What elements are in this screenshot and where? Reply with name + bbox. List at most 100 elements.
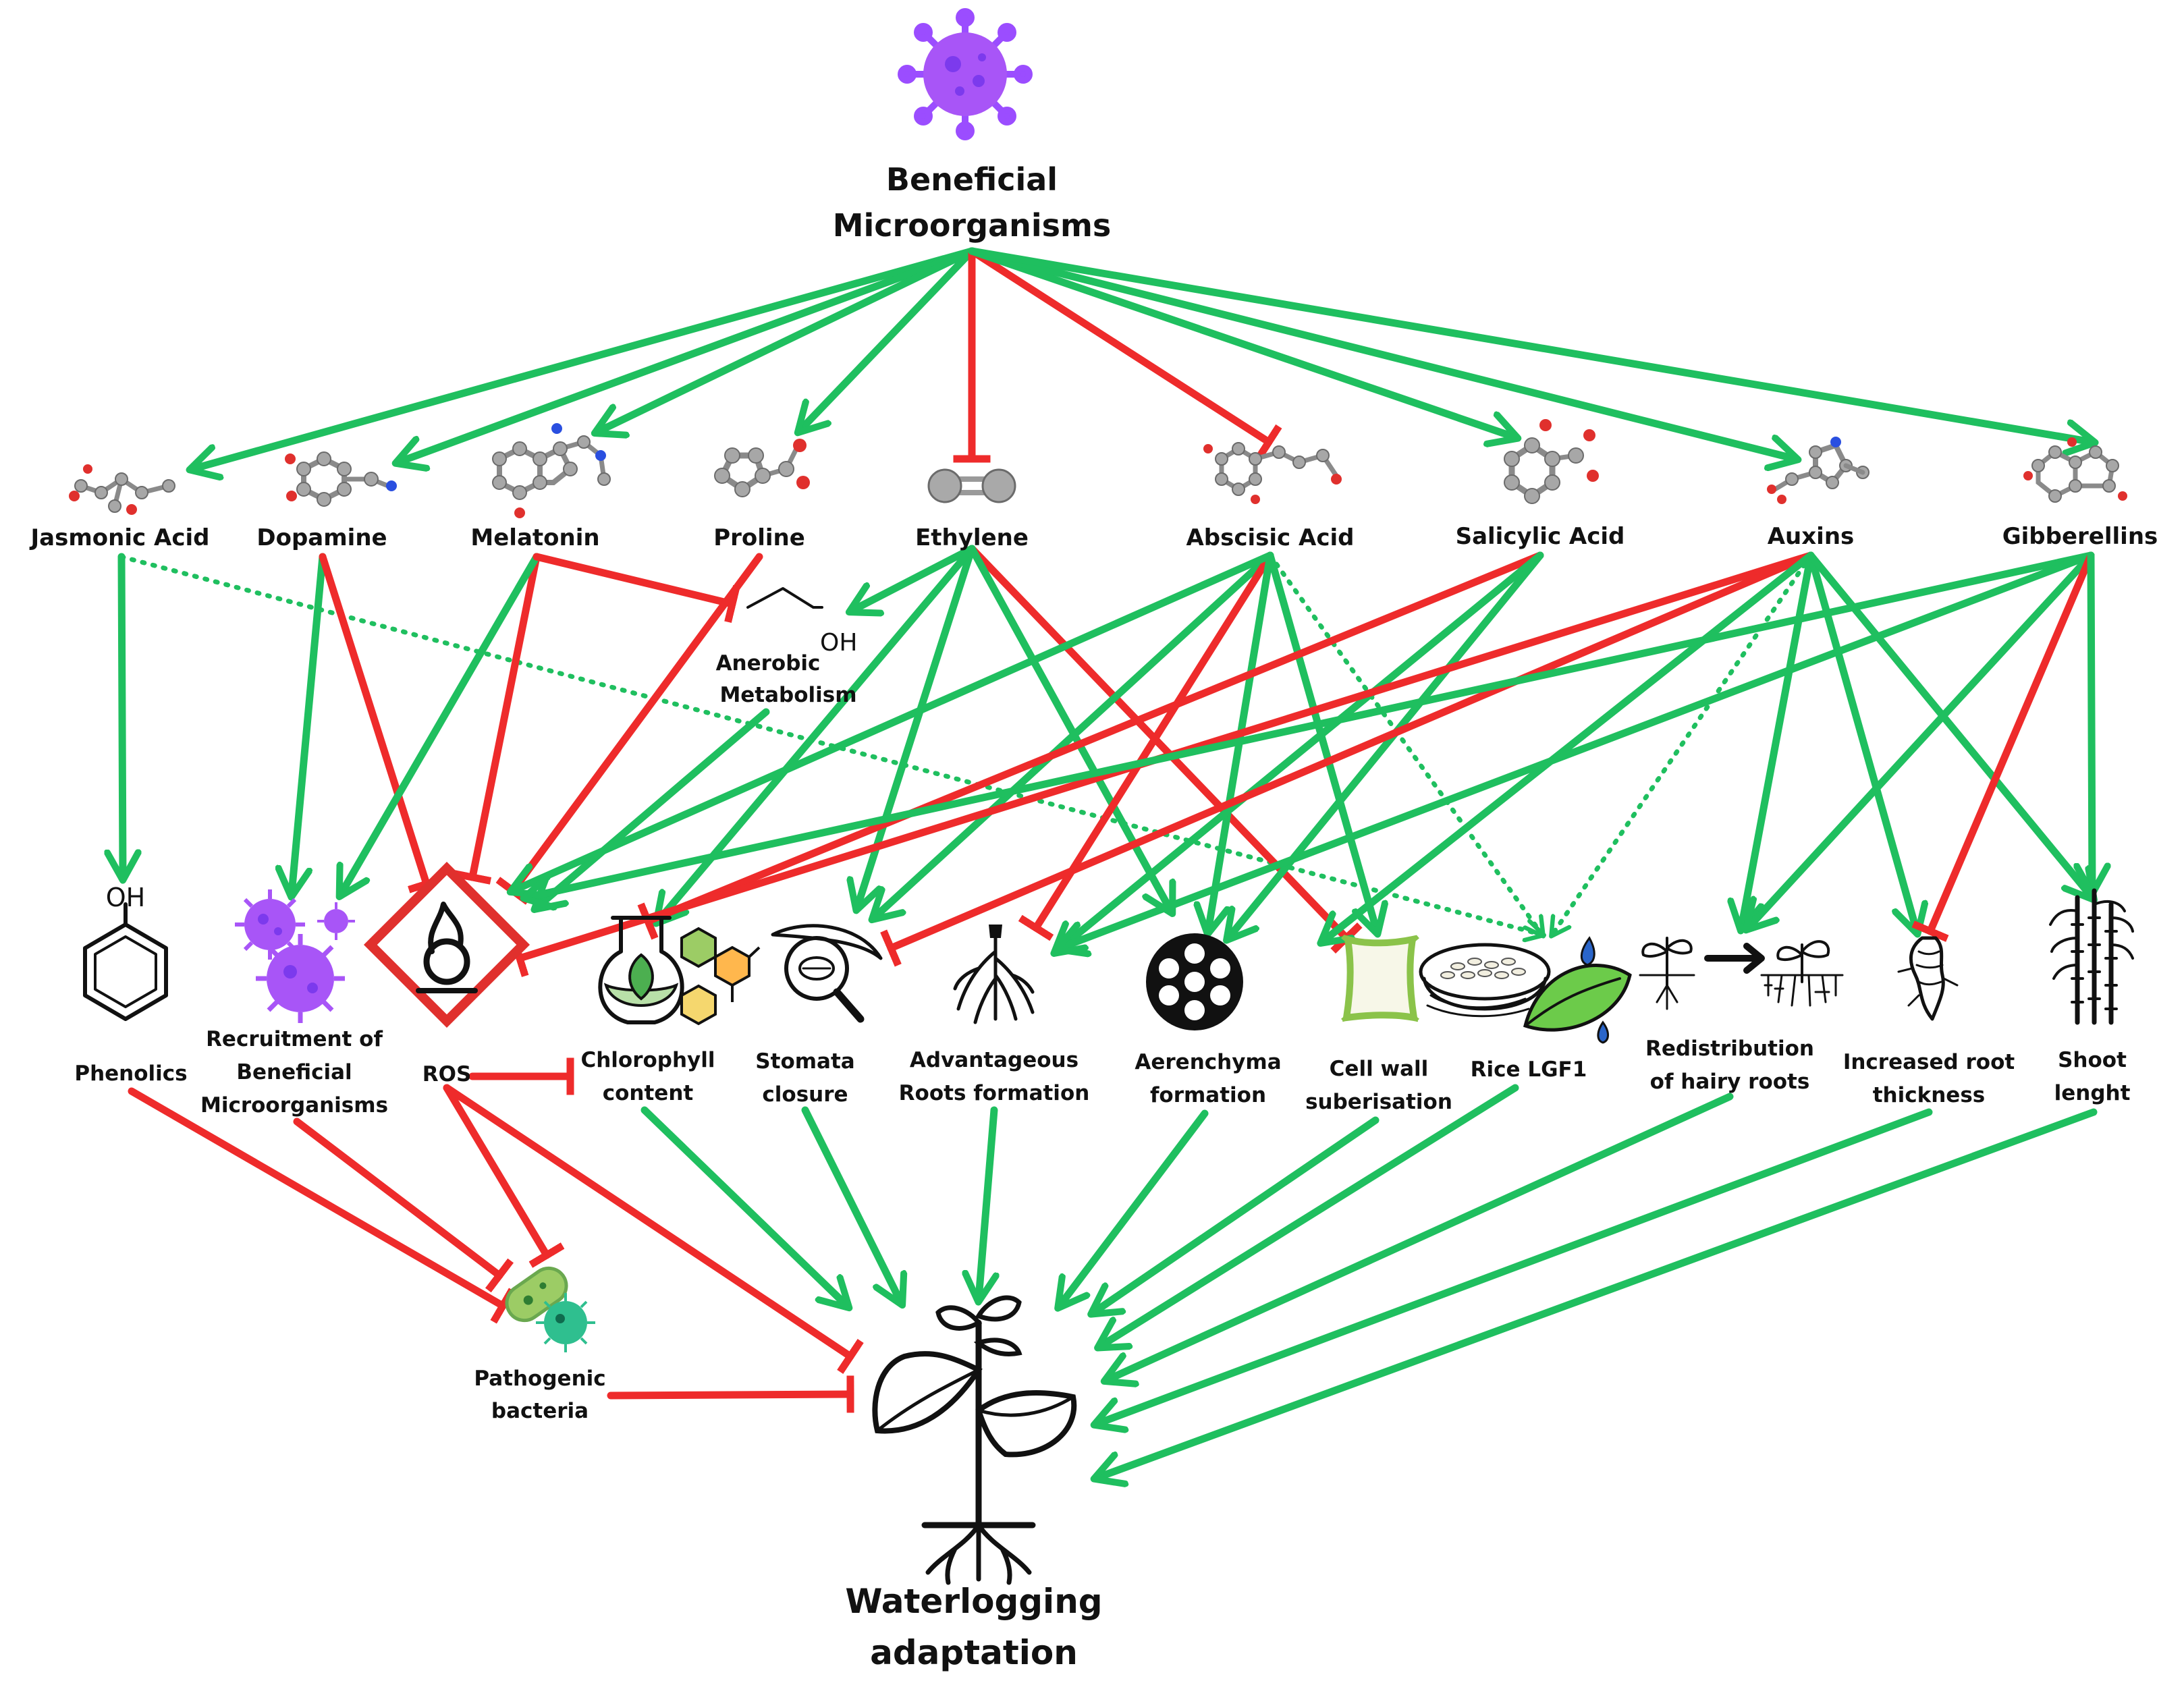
promote-edge-17 [852, 545, 976, 611]
beneficial-label-line2: Microorganisms [833, 207, 1112, 244]
hormone-label-gibberellins: Gibberellins [2002, 523, 2158, 550]
phenol-oh-label: OH [106, 883, 145, 912]
promote-edge-22 [537, 708, 770, 908]
promote-edge-26 [1266, 551, 1377, 931]
hormone-label-jasmonic: Jasmonic Acid [30, 524, 210, 551]
promote-edge-1 [398, 247, 976, 462]
effect-label-stomata-line1: Stomata [755, 1049, 854, 1074]
promote-edge-0 [192, 247, 976, 469]
inhibit-edge-12 [319, 553, 445, 893]
melatonin-molecule-icon [492, 423, 611, 518]
bottom-label-line1: Waterlogging [845, 1582, 1102, 1621]
inhibit-edge-13 [453, 553, 541, 885]
effect-label-hairy-line1: Redistribution [1645, 1037, 1814, 1061]
effect-label-cw-line2: suberisation [1305, 1090, 1452, 1114]
promote-edge-3 [800, 247, 976, 431]
effect-label-cw-line1: Cell wall [1330, 1057, 1429, 1081]
promote-edge-20 [968, 545, 1171, 911]
effect-label-ros: ROS [422, 1062, 472, 1086]
promote-edge-6 [968, 247, 1515, 437]
inhibit-edge-56 [443, 1084, 864, 1374]
stomata-magnifier-icon [771, 924, 883, 1023]
promote-edge-23 [874, 551, 1274, 918]
chlorophyll-flask-icon [598, 916, 761, 1026]
plant-seedling-icon [872, 1295, 1077, 1585]
promote-edge-9 [121, 553, 123, 877]
promote-edge-7 [968, 247, 1795, 459]
inhibit-edge-55 [443, 1084, 565, 1268]
hormone-label-melatonin: Melatonin [470, 524, 599, 551]
abscisic-acid-molecule-icon [1203, 442, 1342, 504]
promote-edge-31 [1228, 551, 1544, 938]
inhibit-edge-16 [495, 553, 763, 905]
ethanol-structure-icon [746, 587, 823, 609]
ethylene-molecule-icon [927, 468, 1016, 503]
promote-edge-39 [526, 551, 2095, 898]
inhibit-edge-53 [128, 1087, 516, 1324]
inhibit-edge-54 [293, 1118, 514, 1293]
gibberellin-molecule-icon [2023, 437, 2127, 503]
effect-label-adv-line2: Roots formation [899, 1081, 1090, 1105]
promote-edge-41 [1748, 551, 2095, 928]
inhibit-edge-33 [880, 551, 1815, 967]
effect-label-shoot-line1: Shoot [2058, 1048, 2127, 1072]
promote-edge-27 [1267, 553, 1542, 935]
inhibit-edge-42 [1911, 551, 2095, 942]
promote-edge-8 [968, 247, 2092, 442]
anaerobic-label-line1: Anerobic [716, 651, 821, 676]
beneficial-microbe-icon [898, 8, 1033, 140]
effect-label-aer-line1: Aerenchyma [1135, 1050, 1281, 1074]
promote-edge-43 [2091, 551, 2092, 891]
promote-edge-46 [979, 1106, 994, 1299]
hormone-label-proline: Proline [713, 524, 805, 551]
hormone-label-ethylene: Ethylene [915, 524, 1029, 551]
salicylic-acid-molecule-icon [1504, 419, 1599, 504]
promote-edge-30 [1056, 551, 1544, 952]
proline-molecule-icon [714, 439, 810, 497]
bottom-label-line2: adaptation [870, 1633, 1078, 1672]
jasmonic-acid-molecule-icon [69, 464, 175, 515]
promote-edge-38 [1807, 551, 2092, 898]
cell-wall-icon [1341, 935, 1419, 1022]
promote-edge-37 [1807, 551, 1917, 931]
effect-label-phenolics: Phenolics [74, 1062, 187, 1086]
hormone-label-auxins: Auxins [1768, 523, 1855, 550]
effect-label-aer-line2: formation [1150, 1083, 1266, 1107]
microbe-cluster-icon [235, 889, 355, 1023]
anaerobic-label-line2: Metabolism [719, 683, 856, 707]
dopamine-molecule-icon [285, 451, 397, 507]
hormone-label-dopamine: Dopamine [256, 524, 387, 551]
promote-edge-48 [1093, 1116, 1380, 1313]
pathogen-label-line1: Pathogenic [474, 1367, 605, 1391]
promote-edge-14 [341, 553, 541, 894]
promote-edge-45 [801, 1106, 901, 1302]
adventitious-roots-icon [953, 925, 1035, 1024]
effect-label-hairy-line2: of hairy roots [1650, 1070, 1810, 1094]
promote-edge-28 [513, 551, 1274, 891]
effect-label-recruit-line2: Beneficial [236, 1060, 352, 1084]
promote-edge-35 [1552, 553, 1813, 935]
inhibit-edge-5 [968, 247, 1282, 460]
effect-label-lgf: Rice LGF1 [1471, 1057, 1587, 1082]
promote-edge-50 [1107, 1093, 1734, 1380]
promote-edge-2 [597, 247, 976, 432]
beneficial-label-line1: Beneficial [886, 161, 1058, 198]
inhibit-edge-57 [607, 1375, 854, 1413]
effect-label-chl-line2: content [603, 1081, 694, 1105]
effect-label-recruit-line3: Microorganisms [200, 1093, 388, 1118]
promote-edge-51 [1097, 1108, 1933, 1424]
effect-label-shoot-line2: lenght [2054, 1081, 2131, 1105]
pathogen-label-line2: bacteria [491, 1399, 589, 1423]
inhibit-edge-15 [533, 553, 740, 624]
promote-edge-44 [640, 1106, 847, 1306]
promote-edge-11 [292, 553, 327, 894]
promote-edge-52 [1097, 1108, 2098, 1478]
effect-label-thick-line2: thickness [1873, 1083, 1986, 1107]
bamboo-shoot-icon [2049, 888, 2134, 1025]
promote-edge-40 [1060, 551, 2095, 948]
effect-label-thick-line1: Increased root [1843, 1050, 2015, 1074]
promote-edge-34 [1323, 551, 1815, 941]
edge-layer [121, 247, 2098, 1478]
promote-edge-47 [1060, 1109, 1209, 1306]
